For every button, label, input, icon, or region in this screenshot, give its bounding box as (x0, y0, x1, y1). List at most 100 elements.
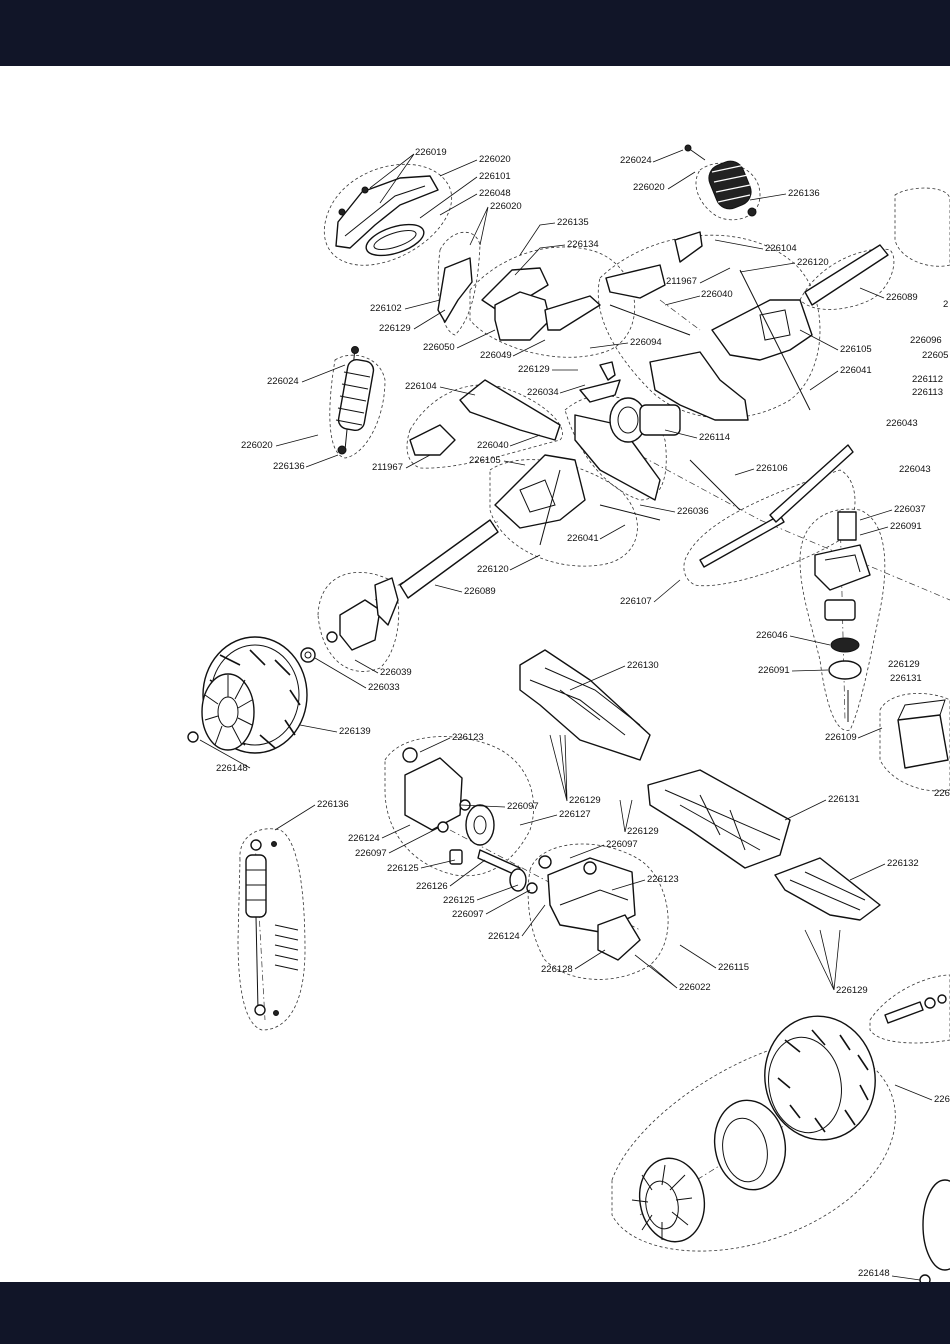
part-number-label: 226120 (477, 564, 509, 575)
part-number-label: 226036 (677, 506, 709, 517)
top-band (0, 0, 950, 66)
gearbox (402, 747, 641, 961)
part-number-label: 226131 (890, 673, 922, 684)
part-number-label: 226115 (718, 962, 749, 973)
part-number-label: 226105 (469, 455, 501, 466)
part-number-label: 226039 (380, 667, 412, 678)
part-number-label: 226024 (267, 376, 299, 387)
part-number-label: 226040 (701, 289, 733, 300)
part-number-label: 226129 (379, 323, 411, 334)
part-number-label: 226109 (825, 732, 857, 743)
part-number-label: 226020 (241, 440, 273, 451)
leader-lines (199, 149, 933, 1281)
part-number-label: 226097 (452, 909, 484, 920)
bottom-band (0, 1282, 950, 1344)
part-number-label: 226148 (858, 1268, 890, 1279)
part-number-label: 226107 (620, 596, 652, 607)
part-number-label: 226132 (887, 858, 919, 869)
part-number-label: 226112 (912, 374, 943, 385)
part-number-label: 226101 (479, 171, 511, 182)
knuckle-hub (300, 577, 399, 663)
part-number-label: 226022 (679, 982, 711, 993)
part-number-label: 22605 (922, 350, 948, 361)
part-number-label: 226091 (758, 665, 790, 676)
part-number-label: 226126 (416, 881, 448, 892)
part-number-label: 226049 (480, 350, 512, 361)
part-number-label: 226041 (567, 533, 599, 544)
rear-axle-bits (884, 994, 947, 1024)
part-number-label: 226104 (405, 381, 437, 392)
rear-shock-assembly (245, 839, 299, 1016)
part-number-label: 226129 (518, 364, 550, 375)
part-number-label: 226136 (273, 461, 305, 472)
part-number-label: 226043 (886, 418, 918, 429)
part-number-label: 226096 (910, 335, 942, 346)
part-number-label: 226127 (559, 809, 591, 820)
arm-assemblies (409, 231, 813, 529)
part-number-label: 226102 (370, 303, 402, 314)
part-number-label: 226097 (606, 839, 638, 850)
front-shock-top (684, 144, 757, 217)
part-number-label: 226050 (423, 342, 455, 353)
part-number-label: 226020 (479, 154, 511, 165)
part-number-label: 226128 (541, 964, 573, 975)
part-number-labels: 226019 226020 226101 226048 226020 226135 2261… (216, 147, 950, 1279)
part-number-label: 226043 (899, 464, 931, 475)
part-number-label: 226136 (317, 799, 349, 810)
chassis-plates (519, 649, 881, 921)
part-number-label: 226019 (415, 147, 447, 158)
part-number-label: 226123 (647, 874, 679, 885)
part-number-label: 226134 (567, 239, 599, 250)
part-number-label: 226091 (890, 521, 922, 532)
front-shock-left (335, 346, 375, 455)
part-number-label: 226024 (620, 155, 652, 166)
part-number-label: 226120 (797, 257, 829, 268)
part-number-label: 226114 (699, 432, 730, 443)
part-number-label: 226125 (387, 863, 419, 874)
part-number-label: 226034 (527, 387, 559, 398)
receiver-box (897, 699, 949, 769)
part-number-label: 226040 (477, 440, 509, 451)
part-number-label: 226 (934, 1094, 950, 1105)
part-number-label: 226041 (840, 365, 872, 376)
part-number-label: 226097 (355, 848, 387, 859)
part-number-label: 226089 (464, 586, 496, 597)
part-number-label: 226020 (633, 182, 665, 193)
steering-servo-group (814, 511, 871, 722)
part-number-label: 2 (943, 299, 948, 310)
rear-wheel-exploded (631, 1015, 950, 1286)
part-number-label: 226129 (836, 985, 868, 996)
part-number-label: 226 (934, 788, 950, 799)
part-number-label: 226106 (756, 463, 788, 474)
part-number-label: 226048 (479, 188, 511, 199)
part-number-label: 211967 (666, 276, 697, 287)
part-number-label: 226123 (452, 732, 484, 743)
part-number-label: 226020 (490, 201, 522, 212)
part-number-label: 226125 (443, 895, 475, 906)
part-number-label: 226094 (630, 337, 662, 348)
part-number-label: 226124 (488, 931, 520, 942)
front-wheel (187, 636, 308, 754)
part-number-label: 226148 (216, 763, 248, 774)
part-number-label: 226130 (627, 660, 659, 671)
part-number-label: 226129 (569, 795, 601, 806)
front-differential (609, 397, 681, 443)
driveshafts (399, 244, 889, 599)
part-number-label: 226129 (888, 659, 920, 670)
part-number-label: 226089 (886, 292, 918, 303)
part-number-label: 226105 (840, 344, 872, 355)
part-number-label: 226136 (788, 188, 820, 199)
part-number-label: 226139 (339, 726, 371, 737)
part-number-label: 226129 (627, 826, 659, 837)
part-number-label: 226131 (828, 794, 860, 805)
front-bumper (335, 175, 439, 257)
part-number-label: 226046 (756, 630, 788, 641)
part-number-label: 226135 (557, 217, 589, 228)
part-number-label: 226104 (765, 243, 797, 254)
part-number-label: 226124 (348, 833, 380, 844)
part-number-label: 226113 (912, 387, 943, 398)
part-number-label: 226033 (368, 682, 400, 693)
part-number-label: 211967 (372, 462, 403, 473)
part-number-label: 226037 (894, 504, 926, 515)
